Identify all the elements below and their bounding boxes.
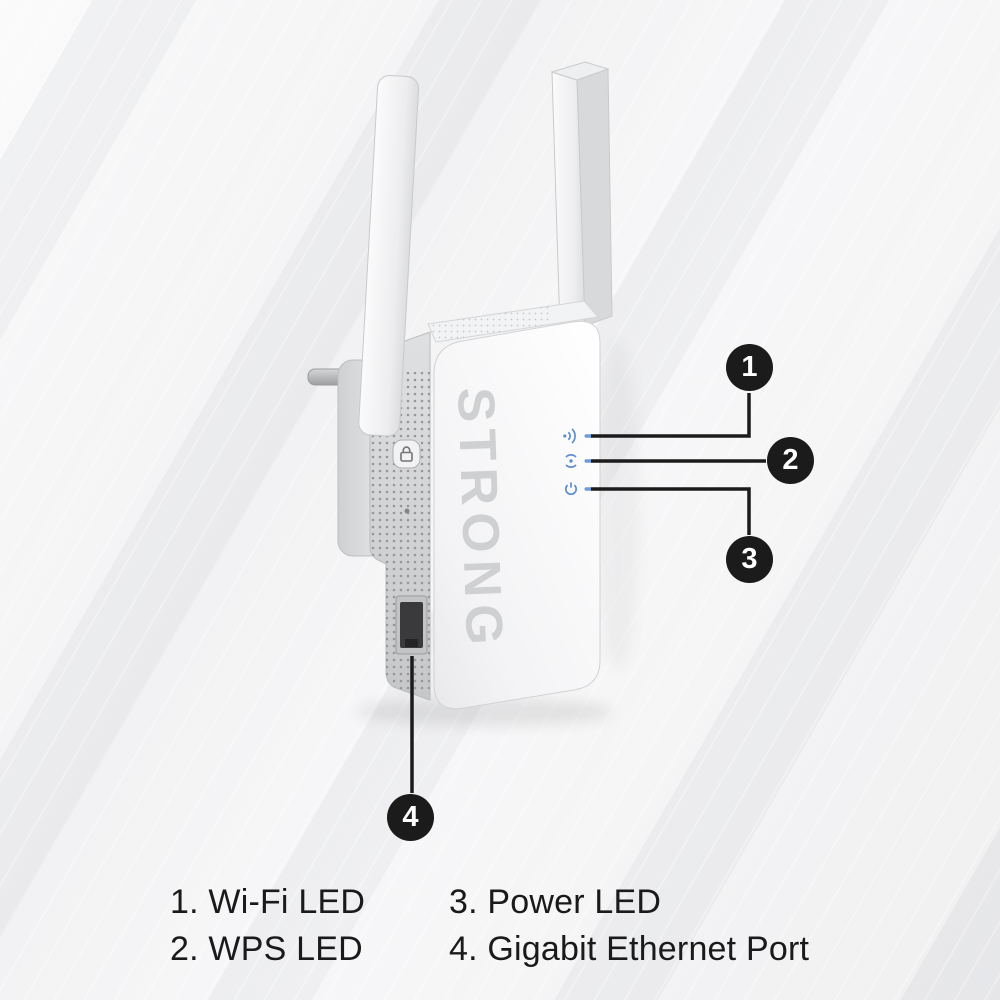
left-antenna xyxy=(358,75,420,437)
callout-number: 4 xyxy=(402,801,419,833)
callout-badge-3: 3 xyxy=(726,536,773,583)
led-indicators xyxy=(584,434,592,491)
reset-hole xyxy=(404,508,410,514)
ethernet-port xyxy=(395,595,428,655)
device-front-panel: STRONG xyxy=(433,320,601,710)
brand-text: STRONG xyxy=(446,386,513,652)
callout-badge-2: 2 xyxy=(767,437,814,484)
wps-button xyxy=(392,439,421,469)
callout-badge-4: 4 xyxy=(387,794,434,841)
callout-line-3 xyxy=(591,487,751,535)
legend-item-wifi-led: 1. Wi-Fi LED xyxy=(170,883,366,921)
wifi-led-icon xyxy=(563,428,576,444)
floor-shadow xyxy=(357,698,613,726)
legend-column-2: 3. Power LED 4. Gigabit Ethernet Port xyxy=(449,879,809,973)
legend-item-power-led: 3. Power LED xyxy=(449,883,662,921)
callout-lines xyxy=(410,393,766,793)
wifi-led xyxy=(584,434,592,438)
legend-item-wps-led: 2. WPS LED xyxy=(170,930,363,968)
wps-led xyxy=(584,459,592,463)
wps-led-icon xyxy=(565,454,577,468)
callout-number: 3 xyxy=(741,543,758,575)
power-led xyxy=(584,487,592,491)
callout-number: 1 xyxy=(741,351,758,383)
callout-line-1 xyxy=(591,393,751,438)
lock-icon xyxy=(400,446,413,462)
legend-column-1: 1. Wi-Fi LED 2. WPS LED xyxy=(170,879,365,973)
callout-badge-1: 1 xyxy=(726,344,773,391)
callout-number: 2 xyxy=(782,444,799,476)
wall-shadow xyxy=(596,340,640,670)
legend-item-ethernet-port: 4. Gigabit Ethernet Port xyxy=(449,930,810,968)
right-antenna xyxy=(550,61,613,331)
power-led-icon xyxy=(565,482,577,496)
